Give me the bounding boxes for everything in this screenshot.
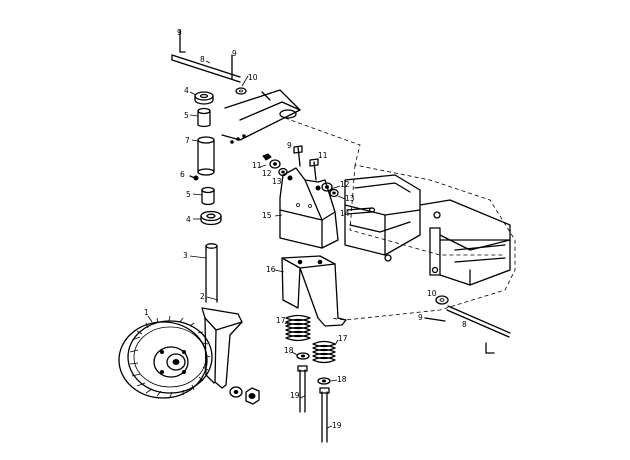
callout-6: 5	[184, 111, 189, 120]
upper-bushing	[197, 107, 211, 128]
lower-bushing	[201, 186, 215, 206]
long-bolt-right	[319, 387, 330, 443]
callout-29: 19	[332, 421, 342, 430]
callout-19: 12	[340, 180, 350, 189]
callout-7: 7	[185, 136, 190, 145]
callout-25: 17	[338, 334, 348, 343]
spring-left	[285, 314, 311, 342]
callout-30: 10	[427, 289, 437, 298]
callout-5: 4	[184, 86, 189, 95]
callout-16: 11	[318, 151, 328, 160]
callout-labels: 9 8 9 10 4 5 7 6 5 4 3 2 1 9 11 11 12 13…	[144, 28, 467, 430]
spring-washer-left	[296, 352, 310, 360]
callout-2: 8	[200, 55, 205, 64]
callout-24: 17	[276, 316, 286, 325]
axle-rod-lower	[424, 295, 511, 354]
callout-10: 4	[186, 215, 191, 224]
callout-3: 9	[232, 49, 237, 58]
callout-1: 9	[177, 28, 182, 37]
bolt-left	[293, 145, 303, 167]
pin-14	[346, 207, 376, 215]
callout-14: 9	[287, 141, 292, 150]
callout-21: 14	[340, 209, 350, 218]
lower-washer	[200, 210, 222, 226]
long-bolt-left	[297, 365, 308, 413]
caster-wheel	[118, 315, 213, 399]
callout-17: 12	[262, 169, 272, 178]
mower-deck	[284, 117, 516, 321]
hardware-left	[262, 153, 288, 177]
caster-spindle	[205, 243, 218, 303]
axle-rod-upper	[171, 29, 247, 95]
spindle-tube	[197, 136, 215, 176]
frame-brackets	[344, 174, 511, 286]
callout-20: 13	[345, 194, 355, 203]
axle-washer	[229, 386, 243, 398]
callout-28: 19	[290, 391, 300, 400]
callout-9: 5	[186, 190, 191, 199]
lower-bracket	[281, 255, 347, 327]
spring-right	[312, 340, 336, 364]
callout-4: 10	[248, 73, 258, 82]
hardware-right	[321, 182, 339, 198]
grease-fitting	[189, 175, 199, 181]
callout-11: 3	[183, 251, 188, 260]
callout-32: 8	[462, 320, 467, 329]
callout-12: 2	[200, 292, 205, 301]
callout-31: 9	[418, 313, 423, 322]
callout-22: 15	[262, 211, 272, 220]
callout-18: 13	[272, 177, 282, 186]
callout-27: 18	[337, 375, 347, 384]
axle-nut	[245, 387, 260, 405]
callout-26: 18	[284, 346, 294, 355]
upper-washer	[194, 91, 214, 105]
upper-bracket	[279, 167, 339, 249]
leader-lines	[147, 60, 346, 429]
callout-8: 6	[180, 170, 185, 179]
callout-23: 16	[266, 265, 276, 274]
spring-washer-right	[317, 377, 331, 385]
caster-fork	[201, 307, 243, 389]
bolt-right	[309, 158, 319, 181]
pivot-arm	[221, 89, 301, 144]
callout-15: 11	[252, 161, 262, 170]
callout-13: 1	[144, 308, 149, 317]
